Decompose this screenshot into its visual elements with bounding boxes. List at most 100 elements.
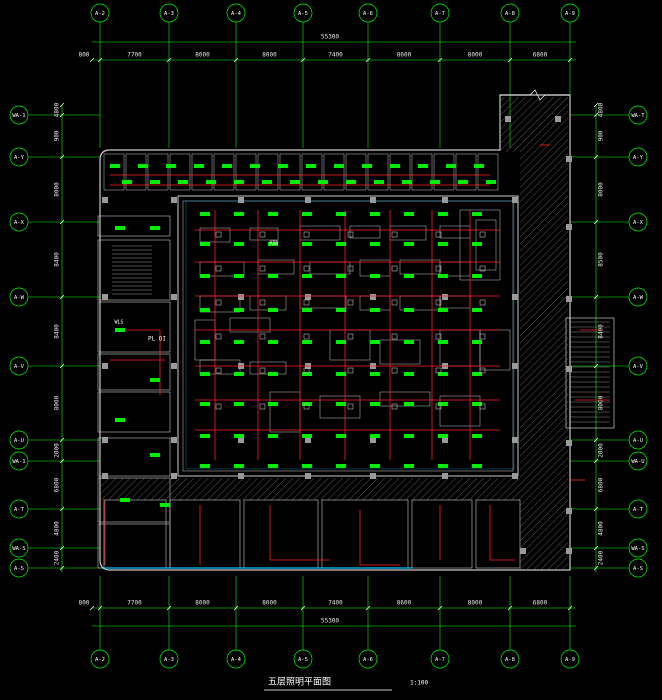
light-fixture [200, 274, 210, 278]
axis-bubble-bottom-label: A-4 [231, 657, 242, 663]
dim-tick-right [593, 363, 599, 369]
axis-bubble-right-label: A-V [633, 364, 644, 370]
top-room [191, 153, 213, 191]
ceiling-device [259, 367, 266, 374]
corridor-top-right [500, 97, 568, 152]
dim-text-top: 6800 [533, 52, 548, 59]
column [102, 197, 108, 203]
ceiling-device [215, 299, 222, 306]
light-fixture [200, 308, 210, 312]
light-fixture [262, 180, 272, 184]
axis-bubble-right-label: WA-U [631, 459, 644, 465]
light-fixture [122, 180, 132, 184]
light-fixture [302, 434, 312, 438]
light-fixture [302, 308, 312, 312]
ceiling-device [259, 231, 266, 238]
main-hall-wall [177, 195, 519, 477]
light-fixture [472, 242, 482, 246]
dim-text-bottom: 7700 [127, 600, 142, 607]
ceiling-device [479, 333, 486, 340]
light-fixture [200, 402, 210, 406]
axis-bubble-left-label: A-X [14, 220, 25, 226]
column [171, 473, 177, 479]
light-fixture [472, 464, 482, 468]
building-plan [97, 89, 615, 571]
circuit-line [489, 505, 515, 561]
axis-bubble-right-circle [628, 356, 648, 376]
light-fixture [404, 434, 414, 438]
dim-text-left: 8000 [54, 182, 61, 197]
light-fixture [234, 372, 244, 376]
axis-bubble-left-circle [9, 558, 29, 578]
axis-bubble-bottom-circle [159, 649, 179, 669]
column [566, 440, 572, 446]
dim-tick-left [59, 154, 65, 160]
dim-text-left: 4800 [54, 102, 61, 117]
light-fixture [336, 308, 346, 312]
axis-bubble-left-label: A-T [14, 507, 25, 513]
dim-text-top: 8000 [262, 52, 277, 59]
drawing-title: 五层照明平面图 [268, 677, 331, 688]
axis-bubble-left-circle [9, 499, 29, 519]
right-stair [565, 317, 615, 429]
axis-bubble-top-circle [358, 3, 378, 23]
dim-text-left: 2400 [54, 550, 61, 565]
light-fixture [430, 180, 440, 184]
light-fixture [446, 164, 456, 168]
light-fixture [150, 453, 160, 457]
dim-tick-left [59, 458, 65, 464]
light-fixture [138, 164, 148, 168]
column [102, 437, 108, 443]
drawing-scale: 1:100 [410, 680, 428, 687]
dim-tick-bottom [300, 605, 306, 611]
dim-text-right: 2400 [598, 550, 605, 565]
dim-tick-left [59, 565, 65, 571]
light-fixture [166, 164, 176, 168]
column [370, 437, 376, 443]
ceiling-device [303, 333, 310, 340]
axis-bubble-left-circle [9, 356, 29, 376]
axis-bubble-bottom-circle [293, 649, 313, 669]
column [555, 116, 561, 122]
light-fixture [336, 402, 346, 406]
left-room [97, 301, 171, 353]
light-fixture [336, 274, 346, 278]
top-room [455, 153, 477, 191]
dim-tick-right [593, 294, 599, 300]
light-fixture [278, 164, 288, 168]
light-fixture [336, 464, 346, 468]
ceiling-device [479, 299, 486, 306]
axis-bubble-right-circle [628, 212, 648, 232]
axis-bubble-right-circle [628, 451, 648, 471]
axis-bubble-bottom-circle [500, 649, 520, 669]
axis-bubble-bottom-circle [226, 649, 246, 669]
light-fixture [250, 164, 260, 168]
dim-text-top: 7700 [127, 52, 142, 59]
dim-text-top: 8000 [468, 52, 483, 59]
ceiling-device [435, 333, 442, 340]
light-fixture [268, 464, 278, 468]
light-fixture [302, 464, 312, 468]
top-room [169, 153, 191, 191]
axis-bubble-right-label: WA-T [631, 113, 645, 119]
room-label-wls: WLS [114, 320, 123, 326]
light-fixture [234, 340, 244, 344]
column [102, 294, 108, 300]
light-fixture [200, 340, 210, 344]
ceiling-device [347, 403, 354, 410]
dim-tick-bottom [507, 605, 513, 611]
light-fixture [302, 242, 312, 246]
light-fixture [150, 226, 160, 230]
light-fixture [200, 242, 210, 246]
dim-tick-top [365, 57, 371, 63]
dim-tick-top [567, 57, 573, 63]
dim-text-right: 8000 [598, 395, 605, 410]
dim-text-bottom: 8000 [195, 600, 210, 607]
light-fixture [404, 274, 414, 278]
column [566, 548, 572, 554]
dim-text-right: 900 [598, 130, 605, 141]
dim-tick-left [59, 102, 65, 108]
light-fixture [268, 340, 278, 344]
light-fixture [370, 212, 380, 216]
light-fixture [160, 503, 170, 507]
